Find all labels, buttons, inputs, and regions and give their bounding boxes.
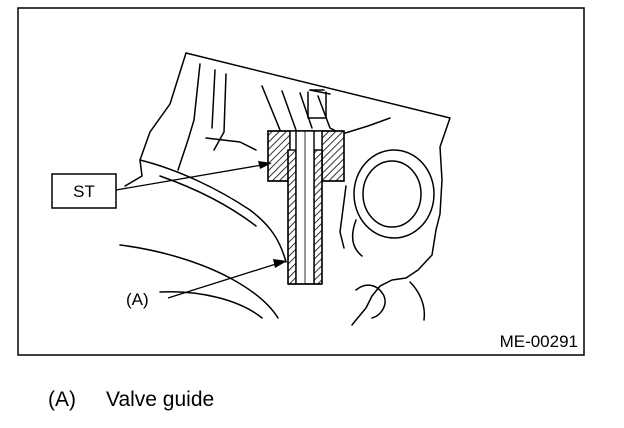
callout-st: ST: [51, 161, 272, 209]
legend-key-a: (A): [48, 388, 76, 411]
arrowhead-a: [273, 259, 287, 268]
leader-line-st: [115, 164, 263, 191]
callout-a-label: (A): [126, 290, 149, 309]
arrowhead-st: [258, 161, 272, 169]
valve-guide-wall-left: [287, 149, 297, 285]
special-tool-and-valve-guide: [267, 130, 345, 285]
figure-id: ME-00291: [500, 332, 578, 351]
callout-st-box: [51, 173, 117, 209]
tool-head-right: [321, 130, 345, 182]
legend-text-a: Valve guide: [106, 388, 215, 411]
leader-line-a: [167, 263, 277, 299]
callout-a: (A): [126, 259, 287, 309]
callout-st-label: ST: [73, 182, 95, 201]
legend: (A) Valve guide: [48, 388, 214, 412]
tool-head-left: [267, 130, 291, 182]
valve-guide-wall-right: [313, 149, 323, 285]
